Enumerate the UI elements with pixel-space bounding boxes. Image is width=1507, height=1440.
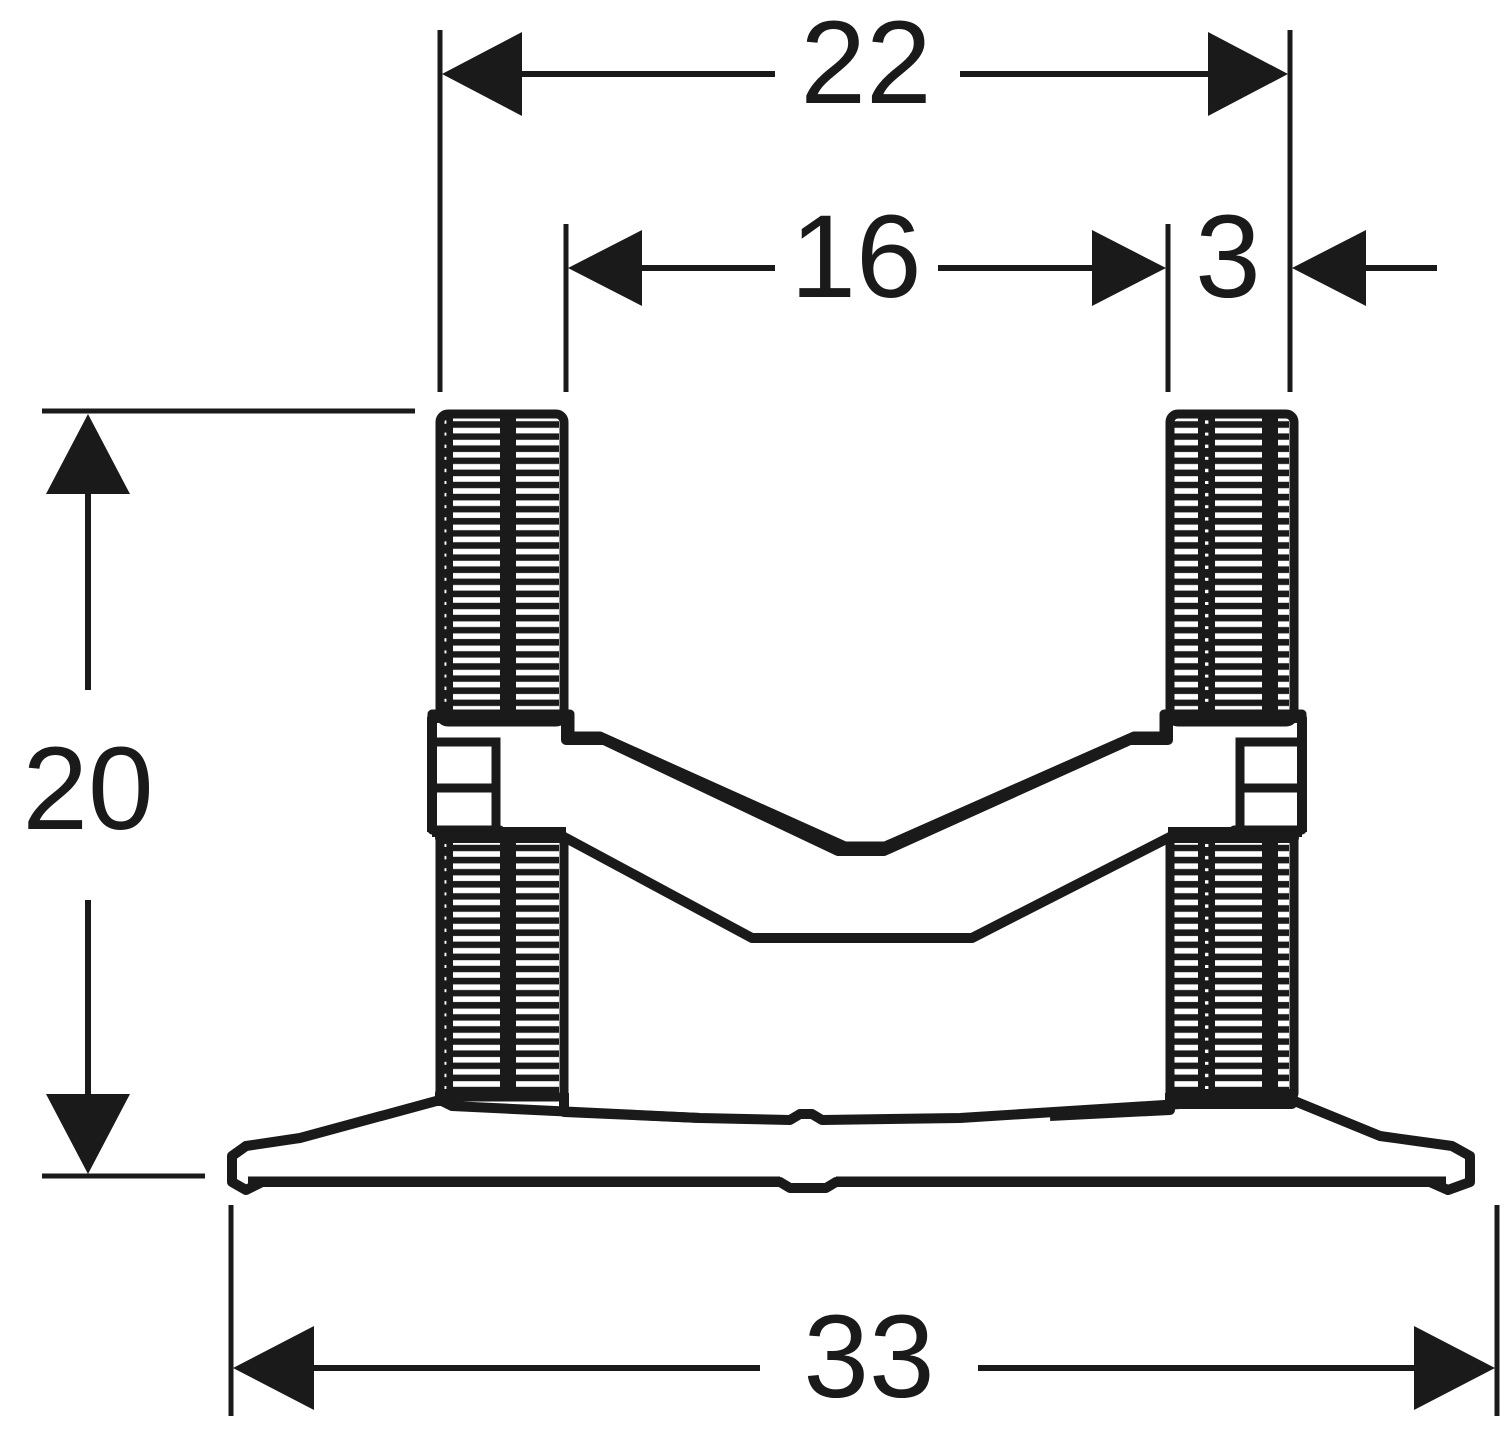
dim-16-label: 16 bbox=[790, 191, 921, 323]
dimension-20: 20 bbox=[22, 414, 154, 1174]
right-snap-clip bbox=[1235, 737, 1298, 835]
dim-20-label: 20 bbox=[22, 723, 153, 855]
dim-3-arrow-outside bbox=[1292, 230, 1366, 306]
dim-16-arrow-right bbox=[1092, 230, 1166, 306]
dimension-3: 3 bbox=[1195, 191, 1437, 323]
dim-20-arrow-top bbox=[46, 414, 130, 494]
dimension-33: 33 bbox=[233, 1291, 1495, 1423]
dim-20-arrow-bottom bbox=[46, 1094, 130, 1174]
dim-33-arrow-right bbox=[1414, 1326, 1495, 1410]
dim-16-arrow-left bbox=[568, 230, 642, 306]
hatched-columns bbox=[444, 418, 1289, 1093]
part-geometry bbox=[227, 409, 1475, 1195]
upper-saddle-profile bbox=[427, 713, 1307, 856]
dim-22-arrow-right bbox=[1208, 32, 1288, 116]
left-clip-lower-box bbox=[436, 783, 501, 835]
left-column-hatch-upper bbox=[444, 418, 559, 718]
lower-saddle-profile bbox=[435, 833, 1299, 943]
left-snap-clip bbox=[436, 737, 501, 835]
dimension-16: 16 bbox=[568, 191, 1166, 323]
dimension-22: 22 bbox=[442, 0, 1288, 129]
right-pedestal-fillet bbox=[1049, 1100, 1175, 1121]
right-column-hatch-upper bbox=[1174, 418, 1289, 718]
dim-33-label: 33 bbox=[803, 1291, 934, 1423]
base-plate-upper-contour bbox=[435, 1088, 1297, 1125]
right-clip-lower-box bbox=[1235, 783, 1298, 835]
dim-3-label: 3 bbox=[1195, 191, 1261, 323]
left-pedestal-fillet bbox=[559, 1100, 701, 1123]
left-column-hatch-lower bbox=[444, 838, 559, 1093]
dim-33-arrow-left bbox=[233, 1326, 314, 1410]
right-column-hatch-lower bbox=[1174, 838, 1289, 1093]
dim-22-arrow-left bbox=[442, 32, 522, 116]
dim-22-label: 22 bbox=[800, 0, 931, 129]
base-plate-outer-contour bbox=[227, 1095, 1475, 1195]
extension-lines-group bbox=[42, 30, 1500, 1416]
